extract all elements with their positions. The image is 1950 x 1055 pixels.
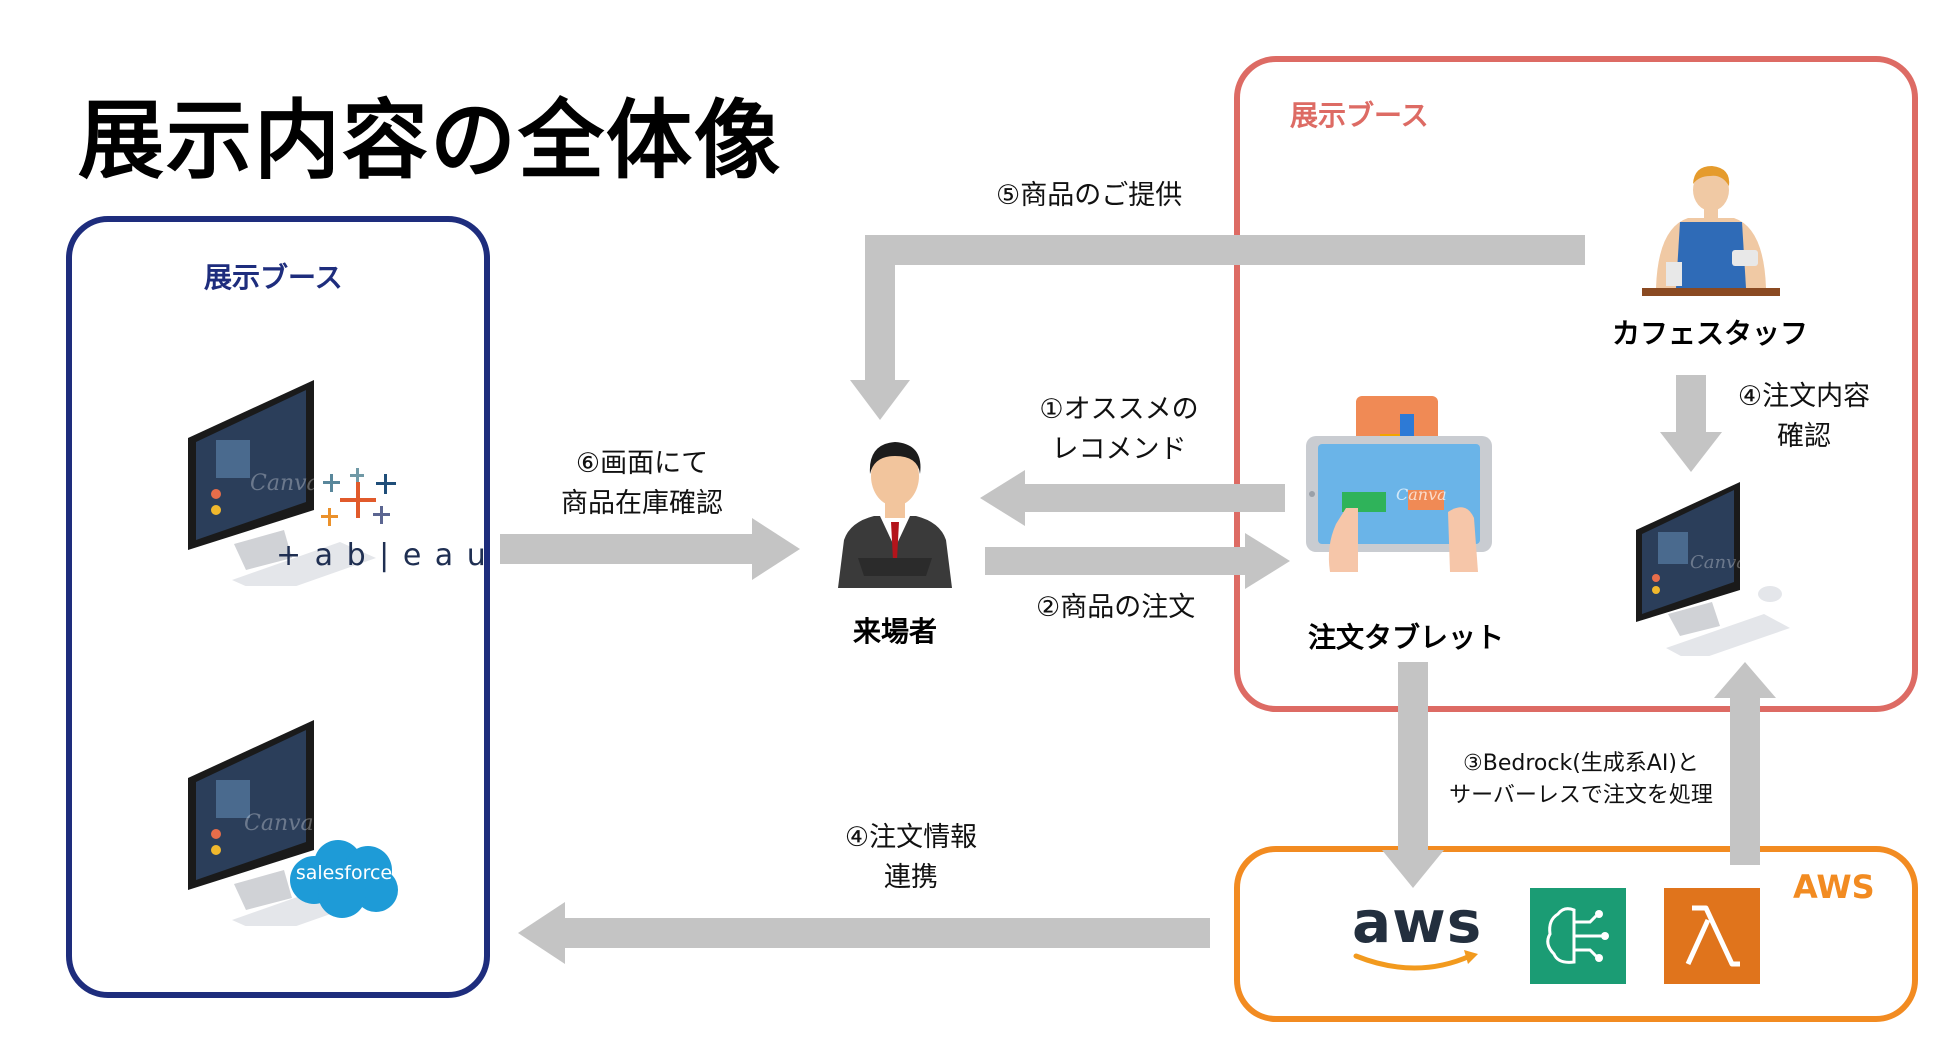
cafe-monitor-watermark: Canva bbox=[1690, 552, 1747, 573]
cafe-monitor-icon: Canva bbox=[1636, 482, 1790, 656]
arrow-process-down-body bbox=[1398, 662, 1428, 852]
step4a-line1: ④注文内容 bbox=[1737, 381, 1871, 412]
arrow-delivery bbox=[865, 235, 1585, 385]
arrow-order-head bbox=[1245, 533, 1290, 589]
step4b-line2: 連携 bbox=[884, 862, 938, 893]
step6-line1: ⑥画面にて bbox=[575, 448, 709, 479]
tableau-monitor-icon: Canva bbox=[188, 380, 396, 586]
left-booth-label: 展示ブース bbox=[204, 261, 343, 294]
step2-label: ②商品の注文 bbox=[1036, 592, 1196, 623]
step4b-label: ④注文情報 連携 bbox=[826, 818, 996, 898]
step3-line1: ③Bedrock(生成系AI)と bbox=[1463, 751, 1699, 776]
step1-line1: ①オススメの bbox=[1039, 394, 1199, 425]
bedrock-icon bbox=[1530, 888, 1626, 984]
arrow-order-body bbox=[985, 547, 1250, 575]
tableau-cross-icon bbox=[321, 468, 396, 526]
arrow-confirm-body bbox=[1676, 375, 1706, 435]
tableau-logo-text: + a b | e a u bbox=[276, 538, 488, 573]
cafe-booth-box bbox=[1234, 56, 1918, 712]
aws-smile-icon bbox=[1353, 950, 1478, 971]
aws-box bbox=[1234, 846, 1918, 1022]
cafe-booth-label: 展示ブース bbox=[1290, 99, 1429, 132]
visitor-name: 来場者 bbox=[852, 615, 937, 648]
step6-line2: 商品在庫確認 bbox=[561, 488, 723, 519]
arrow-sync-body bbox=[560, 918, 1210, 948]
salesforce-monitor-watermark: Canva bbox=[244, 811, 314, 836]
step4a-label: ④注文内容 確認 bbox=[1724, 377, 1884, 457]
salesforce-cloud-icon bbox=[290, 840, 398, 918]
tableau-monitor-watermark: Canva bbox=[250, 471, 320, 496]
staff-name: カフェスタッフ bbox=[1611, 317, 1808, 350]
step1-label: ①オススメの レコメンド bbox=[1024, 390, 1214, 470]
step5-label: ⑤商品のご提供 bbox=[996, 180, 1183, 211]
order-tablet-icon: Canva bbox=[1306, 396, 1492, 572]
visitor-person-icon bbox=[838, 442, 952, 588]
aws-box-label: AWS bbox=[1793, 868, 1875, 906]
aws-logo-text: aws bbox=[1352, 888, 1483, 956]
page-title: 展示内容の全体像 bbox=[78, 91, 782, 191]
step3-line2: サーバーレスで注文を処理 bbox=[1449, 783, 1713, 808]
step6-label: ⑥画面にて 商品在庫確認 bbox=[552, 444, 732, 524]
step3-label: ③Bedrock(生成系AI)と サーバーレスで注文を処理 bbox=[1436, 748, 1726, 812]
arrow-sync-head bbox=[518, 902, 565, 964]
lambda-icon bbox=[1664, 888, 1760, 984]
arrow-recommend-head bbox=[980, 470, 1025, 526]
arrow-delivery-head bbox=[850, 380, 910, 420]
arrow-process-up-head bbox=[1714, 662, 1776, 698]
step4b-line1: ④注文情報 bbox=[844, 822, 978, 853]
step1-line2: レコメンド bbox=[1051, 434, 1187, 465]
tablet-watermark: Canva bbox=[1396, 485, 1447, 504]
left-booth-box bbox=[66, 216, 490, 998]
arrow-stock-body bbox=[500, 534, 755, 564]
arrow-confirm-head bbox=[1660, 432, 1722, 472]
arrow-process-down-head bbox=[1382, 850, 1444, 888]
step4a-line2: 確認 bbox=[1777, 421, 1831, 452]
salesforce-logo-text: salesforce bbox=[295, 862, 393, 884]
arrow-process-up-body bbox=[1730, 695, 1760, 865]
tablet-name: 注文タブレット bbox=[1307, 621, 1504, 654]
arrow-recommend-body bbox=[1020, 484, 1285, 512]
cafe-staff-icon bbox=[1642, 166, 1780, 296]
arrow-stock-head bbox=[752, 518, 800, 580]
